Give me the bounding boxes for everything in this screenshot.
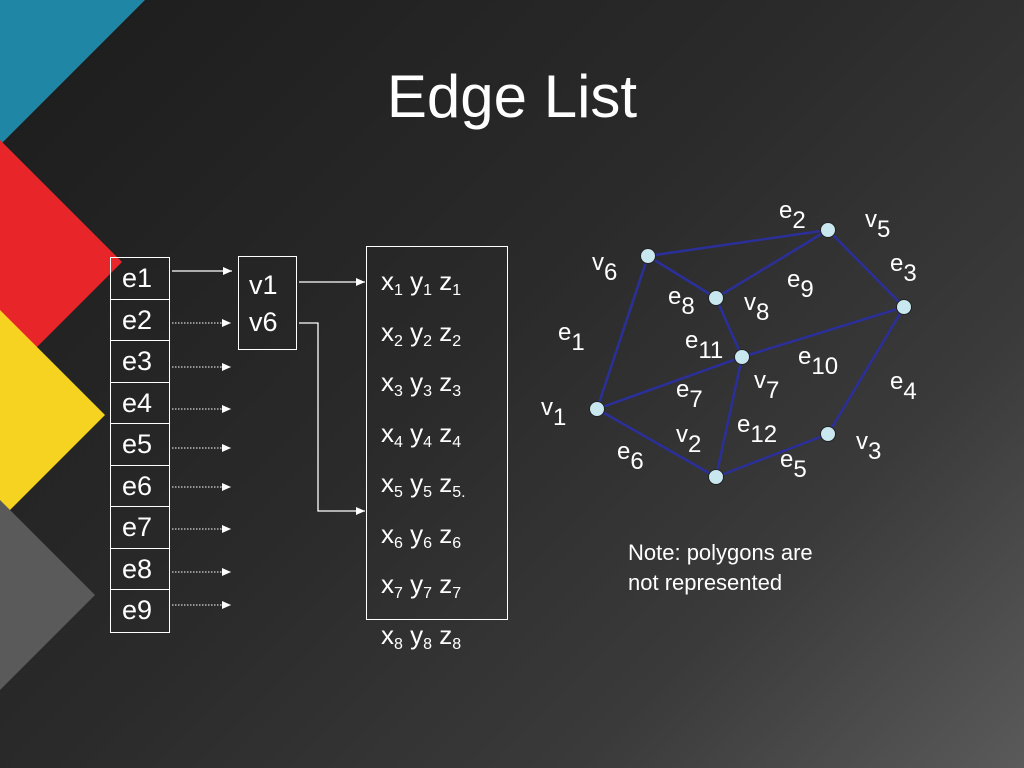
graph-node-v2 — [708, 469, 724, 485]
label-e6: e6 — [617, 438, 644, 475]
edge-cell-e2: e2 — [111, 300, 169, 341]
coord-row-7: x7 y7 z7 — [381, 569, 462, 602]
vertex-pointer-box: v1 v6 — [238, 256, 297, 350]
coord-row-8: x8 y8 z8 — [381, 619, 462, 653]
graph-edge-e5 — [715, 432, 829, 479]
edge-cell-e8: e8 — [111, 549, 169, 590]
label-e2: e2 — [779, 197, 806, 234]
graph-edge-e11 — [714, 297, 744, 358]
label-e12: e12 — [737, 411, 778, 448]
graph-edge-e7 — [596, 355, 743, 411]
label-e8: e8 — [668, 283, 695, 320]
label-v6: v6 — [592, 249, 618, 286]
coord-row-1: x1 y1 z1 — [381, 266, 462, 299]
graph-edge-e2 — [647, 228, 829, 258]
coord-row-2: x2 y2 z2 — [381, 316, 462, 350]
graph-node-v6 — [640, 248, 656, 264]
label-v5: v5 — [865, 206, 891, 243]
label-v7: v7 — [754, 367, 780, 404]
graph-edge-e10 — [741, 305, 905, 359]
edge-cell-e6: e6 — [111, 466, 169, 507]
coord-row-3: x3 y3 z3 — [381, 367, 462, 400]
teal-triangle — [0, 0, 145, 145]
gray-diamond — [0, 500, 95, 690]
graph-node-v4 — [896, 299, 912, 315]
graph-node-v3 — [820, 426, 836, 442]
edge-table: e1 e2 e3 e4 e5 e6 e7 e8 e9 — [110, 257, 170, 633]
graph-edge-e3 — [827, 229, 905, 308]
label-v1: v1 — [541, 394, 567, 431]
coord-row-6: x6 y6 z6 — [381, 518, 462, 552]
edge-cell-e5: e5 — [111, 424, 169, 466]
coord-row-5: x5 y5 z5. — [381, 468, 466, 501]
vertex-coordinate-list: x1 y1 z1 x2 y2 z2 x3 y3 z3 x4 y4 z4 x5 y… — [366, 246, 508, 653]
red-diamond — [0, 140, 122, 384]
label-e3: e3 — [890, 250, 917, 287]
page-title: Edge List — [386, 63, 638, 130]
label-v2: v2 — [676, 421, 702, 458]
edge-cell-e4: e4 — [111, 383, 169, 424]
vertex-pointer-v6: v6 — [249, 307, 278, 337]
graph-node-v7 — [734, 349, 750, 365]
label-e10: e10 — [798, 343, 839, 380]
graph-node-v8 — [708, 290, 724, 306]
yellow-diamond — [0, 310, 105, 520]
label-e4: e4 — [890, 368, 917, 405]
edge-cell-e3: e3 — [111, 341, 169, 383]
label-e5: e5 — [780, 446, 807, 483]
note-line-1: Note: polygons are — [628, 540, 813, 565]
label-e1: e1 — [558, 319, 585, 356]
graph-edge-e4 — [826, 306, 906, 435]
edge-cell-e1: e1 — [111, 258, 169, 300]
vertex-pointer-v1: v1 — [249, 270, 278, 300]
label-v8: v8 — [744, 289, 770, 326]
graph-edge-e6 — [596, 407, 717, 479]
graph-edge-e8 — [647, 254, 717, 300]
edge-cell-e7: e7 — [111, 507, 169, 549]
graph-node-v5 — [820, 222, 836, 238]
label-e9: e9 — [787, 266, 814, 303]
graph-node-v1 — [589, 401, 605, 417]
graph-edge-e9 — [715, 228, 829, 300]
edge-cell-e9: e9 — [122, 595, 153, 625]
graph-edge-e1 — [595, 255, 650, 410]
label-v3: v3 — [856, 428, 882, 465]
note-line-2: not represented — [628, 570, 783, 595]
graph-edge-e12 — [714, 356, 744, 478]
note-text: Note: polygons are not represented — [628, 538, 888, 598]
label-e7: e7 — [676, 376, 703, 413]
label-e11: e11 — [685, 327, 724, 364]
coord-row-4: x4 y4 z4 — [381, 417, 462, 451]
